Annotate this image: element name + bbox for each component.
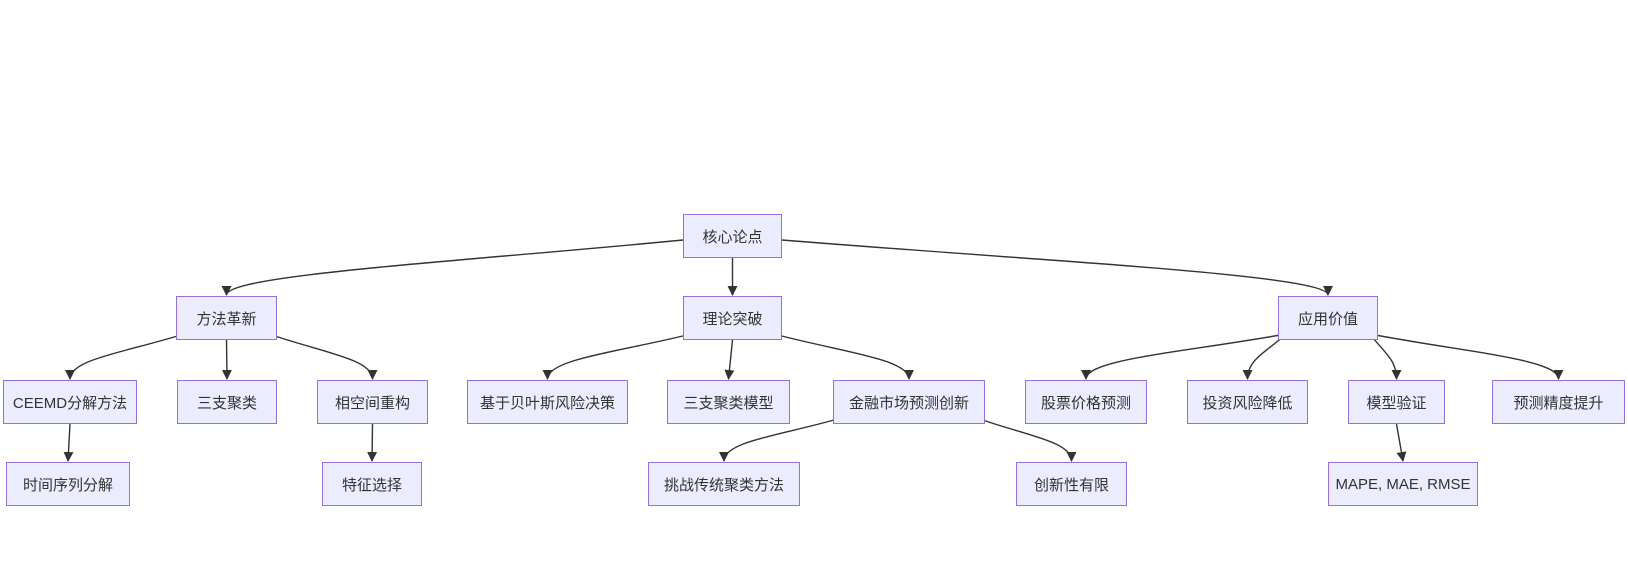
node-financial-market-innovation: 金融市场预测创新 <box>833 380 985 424</box>
node-label: 基于贝叶斯风险决策 <box>479 394 615 412</box>
node-three-way-clustering-model: 三支聚类模型 <box>667 380 790 424</box>
node-method-innovation: 方法革新 <box>176 296 277 340</box>
edge-core-thesis--method-innovation <box>221 239 684 296</box>
node-label: 特征选择 <box>341 476 402 494</box>
edge-method-innovation--three-way-clustering <box>221 339 232 380</box>
node-theory-breakthrough: 理论突破 <box>683 296 782 340</box>
edge-phase-space-reconstruction--feature-selection <box>367 423 378 462</box>
node-three-way-clustering: 三支聚类 <box>177 380 277 424</box>
edge-application-value--investment-risk-reduction <box>1242 333 1287 380</box>
node-bayesian-risk-decision: 基于贝叶斯风险决策 <box>467 380 628 424</box>
node-prediction-accuracy-improvement: 预测精度提升 <box>1492 380 1625 424</box>
node-label: 投资风险降低 <box>1202 394 1293 412</box>
edge-application-value--prediction-accuracy-improvement <box>1369 333 1564 380</box>
node-phase-space-reconstruction: 相空间重构 <box>317 380 428 424</box>
node-application-value: 应用价值 <box>1278 296 1378 340</box>
edge-ceemd-decomposition--time-series-decomposition <box>63 423 74 462</box>
edge-financial-market-innovation--challenge-traditional-clustering <box>719 417 842 462</box>
node-label: 理论突破 <box>702 310 763 328</box>
node-label: 三支聚类模型 <box>683 394 774 412</box>
node-challenge-traditional-clustering: 挑战传统聚类方法 <box>648 462 800 506</box>
node-label: 金融市场预测创新 <box>848 394 969 412</box>
node-time-series-decomposition: 时间序列分解 <box>6 462 130 506</box>
node-label: 相空间重构 <box>334 394 410 412</box>
edge-application-value--model-validation <box>1369 333 1402 380</box>
edge-financial-market-innovation--limited-innovation <box>976 417 1077 462</box>
edge-model-validation--evaluation-metrics <box>1395 423 1407 462</box>
edge-core-thesis--application-value <box>781 239 1333 296</box>
node-ceemd-decomposition: CEEMD分解方法 <box>3 380 137 424</box>
node-label: 预测精度提升 <box>1513 394 1604 412</box>
node-label: 应用价值 <box>1297 310 1358 328</box>
node-investment-risk-reduction: 投资风险降低 <box>1187 380 1308 424</box>
node-label: 模型验证 <box>1366 394 1427 412</box>
node-label: CEEMD分解方法 <box>12 394 128 412</box>
edge-method-innovation--phase-space-reconstruction <box>268 333 378 380</box>
edge-application-value--stock-price-prediction <box>1081 333 1287 380</box>
edge-theory-breakthrough--financial-market-innovation <box>773 333 914 380</box>
node-label: 创新性有限 <box>1033 476 1109 494</box>
node-core-thesis: 核心论点 <box>683 214 782 258</box>
node-label: 核心论点 <box>702 228 763 246</box>
node-label: 方法革新 <box>196 310 257 328</box>
edge-theory-breakthrough--three-way-clustering-model <box>724 339 735 380</box>
node-label: 挑战传统聚类方法 <box>663 476 784 494</box>
node-model-validation: 模型验证 <box>1348 380 1445 424</box>
node-label: MAPE, MAE, RMSE <box>1335 475 1471 493</box>
edge-theory-breakthrough--bayesian-risk-decision <box>542 333 692 380</box>
node-limited-innovation: 创新性有限 <box>1016 462 1127 506</box>
node-evaluation-metrics: MAPE, MAE, RMSE <box>1328 462 1478 506</box>
node-label: 三支聚类 <box>196 394 257 412</box>
node-stock-price-prediction: 股票价格预测 <box>1025 380 1147 424</box>
node-label: 时间序列分解 <box>22 476 113 494</box>
edge-method-innovation--ceemd-decomposition <box>65 333 185 380</box>
node-label: 股票价格预测 <box>1040 394 1131 412</box>
node-feature-selection: 特征选择 <box>322 462 422 506</box>
